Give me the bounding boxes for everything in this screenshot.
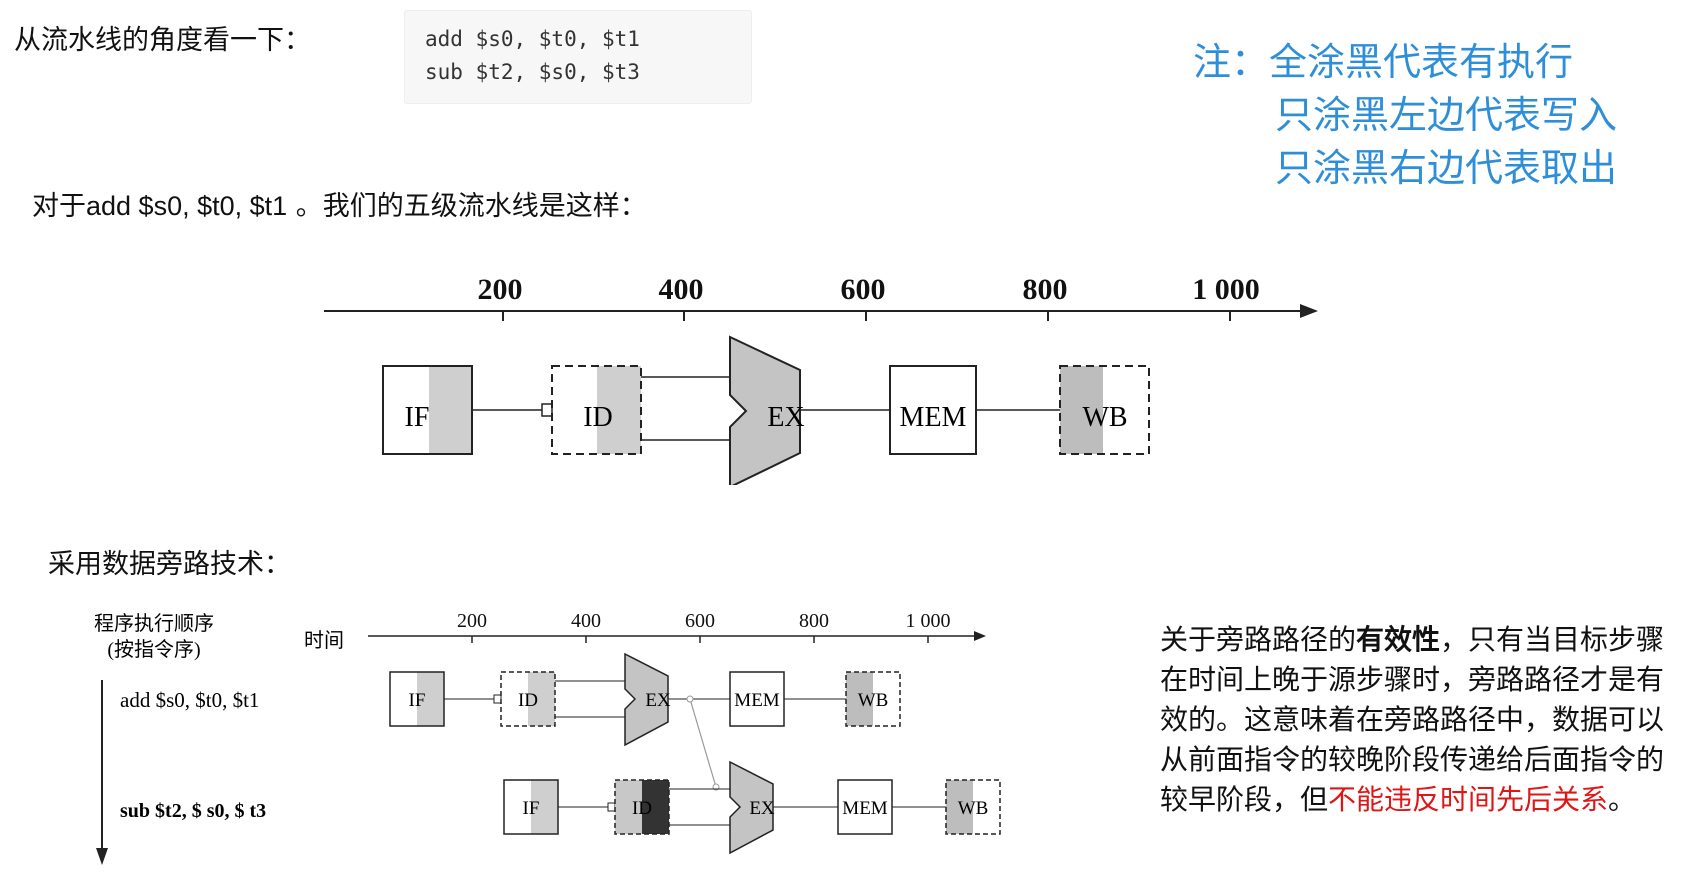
para-part2: ，只有当目标步骤在时间上晚于源步骤时，旁路路径才是有效的。这意味着在旁路路径中，… (1160, 623, 1665, 816)
code-line-1: add $s0, $t0, $t1 (425, 27, 640, 51)
if-label: IF (405, 402, 430, 433)
svg-text:MEM: MEM (842, 798, 888, 819)
para-red: 不能违反时间先后关系 (1328, 783, 1609, 816)
pipeline-diagram: 200 400 600 800 1 000 IF ID EX MEM WB (324, 273, 1318, 485)
row1-wb (845, 671, 901, 727)
row2-mem (837, 779, 893, 835)
tick-label-400: 400 (659, 273, 704, 306)
bypass-explanation: 关于旁路路径的有效性，只有当目标步骤在时间上晚于源步骤时，旁路路径才是有效的。这… (1160, 620, 1680, 820)
timeline-arrow (1300, 304, 1318, 318)
tick-label-1000: 1 000 (1192, 273, 1260, 306)
bypass-diagram: 程序执行顺序 (按指令序) 时间 200 400 600 800 1 000 a… (94, 610, 1001, 865)
row2-id (614, 779, 670, 835)
row1-ex (624, 652, 669, 747)
instr-add: add $s0, $t0, $t1 (120, 688, 259, 712)
code-block: add $s0, $t0, $t1 sub $t2, $s0, $t3 (404, 10, 752, 104)
svg-text:400: 400 (571, 610, 601, 632)
svg-text:600: 600 (685, 610, 715, 632)
bypass-path (689, 698, 717, 788)
instr-sub: sub $t2, $ s0, $ t3 (120, 800, 266, 822)
svg-text:EX: EX (645, 690, 671, 711)
row1-id (500, 671, 556, 727)
section1-prefix: 对于 (32, 191, 86, 222)
tick-label-600: 600 (841, 273, 886, 306)
section2-heading: 采用数据旁路技术： (48, 549, 291, 580)
code-line-2: sub $t2, $s0, $t3 (425, 60, 640, 84)
note-line-1: 注：全涂黑代表有执行 (1193, 40, 1574, 84)
note-line-2: 只涂黑左边代表写入 (1275, 93, 1618, 137)
section1-heading: 对于add $s0, $t0, $t1 。我们的五级流水线是这样： (32, 184, 647, 223)
intro-text: 从流水线的角度看一下： (14, 25, 311, 56)
svg-text:MEM: MEM (734, 690, 780, 711)
wb-label: WB (1082, 402, 1127, 433)
svg-text:ID: ID (632, 798, 652, 819)
svg-text:IF: IF (523, 798, 540, 819)
ex-label: EX (767, 402, 804, 433)
svg-text:WB: WB (958, 798, 989, 819)
order-label-1: 程序执行顺序 (94, 612, 214, 635)
svg-text:IF: IF (409, 690, 426, 711)
id-label: ID (583, 402, 613, 433)
para-part3: 。 (1608, 783, 1637, 816)
time-label: 时间 (304, 629, 344, 652)
section1-suffix: 。我们的五级流水线是这样： (287, 191, 647, 222)
order-label-2: (按指令序) (107, 638, 200, 661)
id-stage (551, 365, 642, 455)
svg-text:800: 800 (799, 610, 829, 632)
ex-stage (729, 335, 801, 485)
svg-text:WB: WB (858, 690, 889, 711)
tick-label-800: 800 (1023, 273, 1068, 306)
note-line-3: 只涂黑右边代表取出 (1275, 146, 1618, 190)
tick-label-200: 200 (478, 273, 523, 306)
svg-text:EX: EX (749, 798, 775, 819)
svg-text:1 000: 1 000 (906, 610, 951, 632)
legend-note: 注：全涂黑代表有执行 只涂黑左边代表写入 只涂黑右边代表取出 (1193, 36, 1617, 195)
row2-wb (945, 779, 1001, 835)
mem-label: MEM (900, 402, 967, 433)
svg-text:ID: ID (518, 690, 538, 711)
para-bold: 有效性 (1356, 623, 1441, 656)
wb-stage (1059, 365, 1150, 455)
para-part1: 关于旁路路径的 (1160, 623, 1357, 656)
section1-instr: add $s0, $t0, $t1 (86, 191, 288, 221)
row1-mem (729, 671, 785, 727)
row2-ex (729, 760, 774, 855)
svg-text:200: 200 (457, 610, 487, 632)
